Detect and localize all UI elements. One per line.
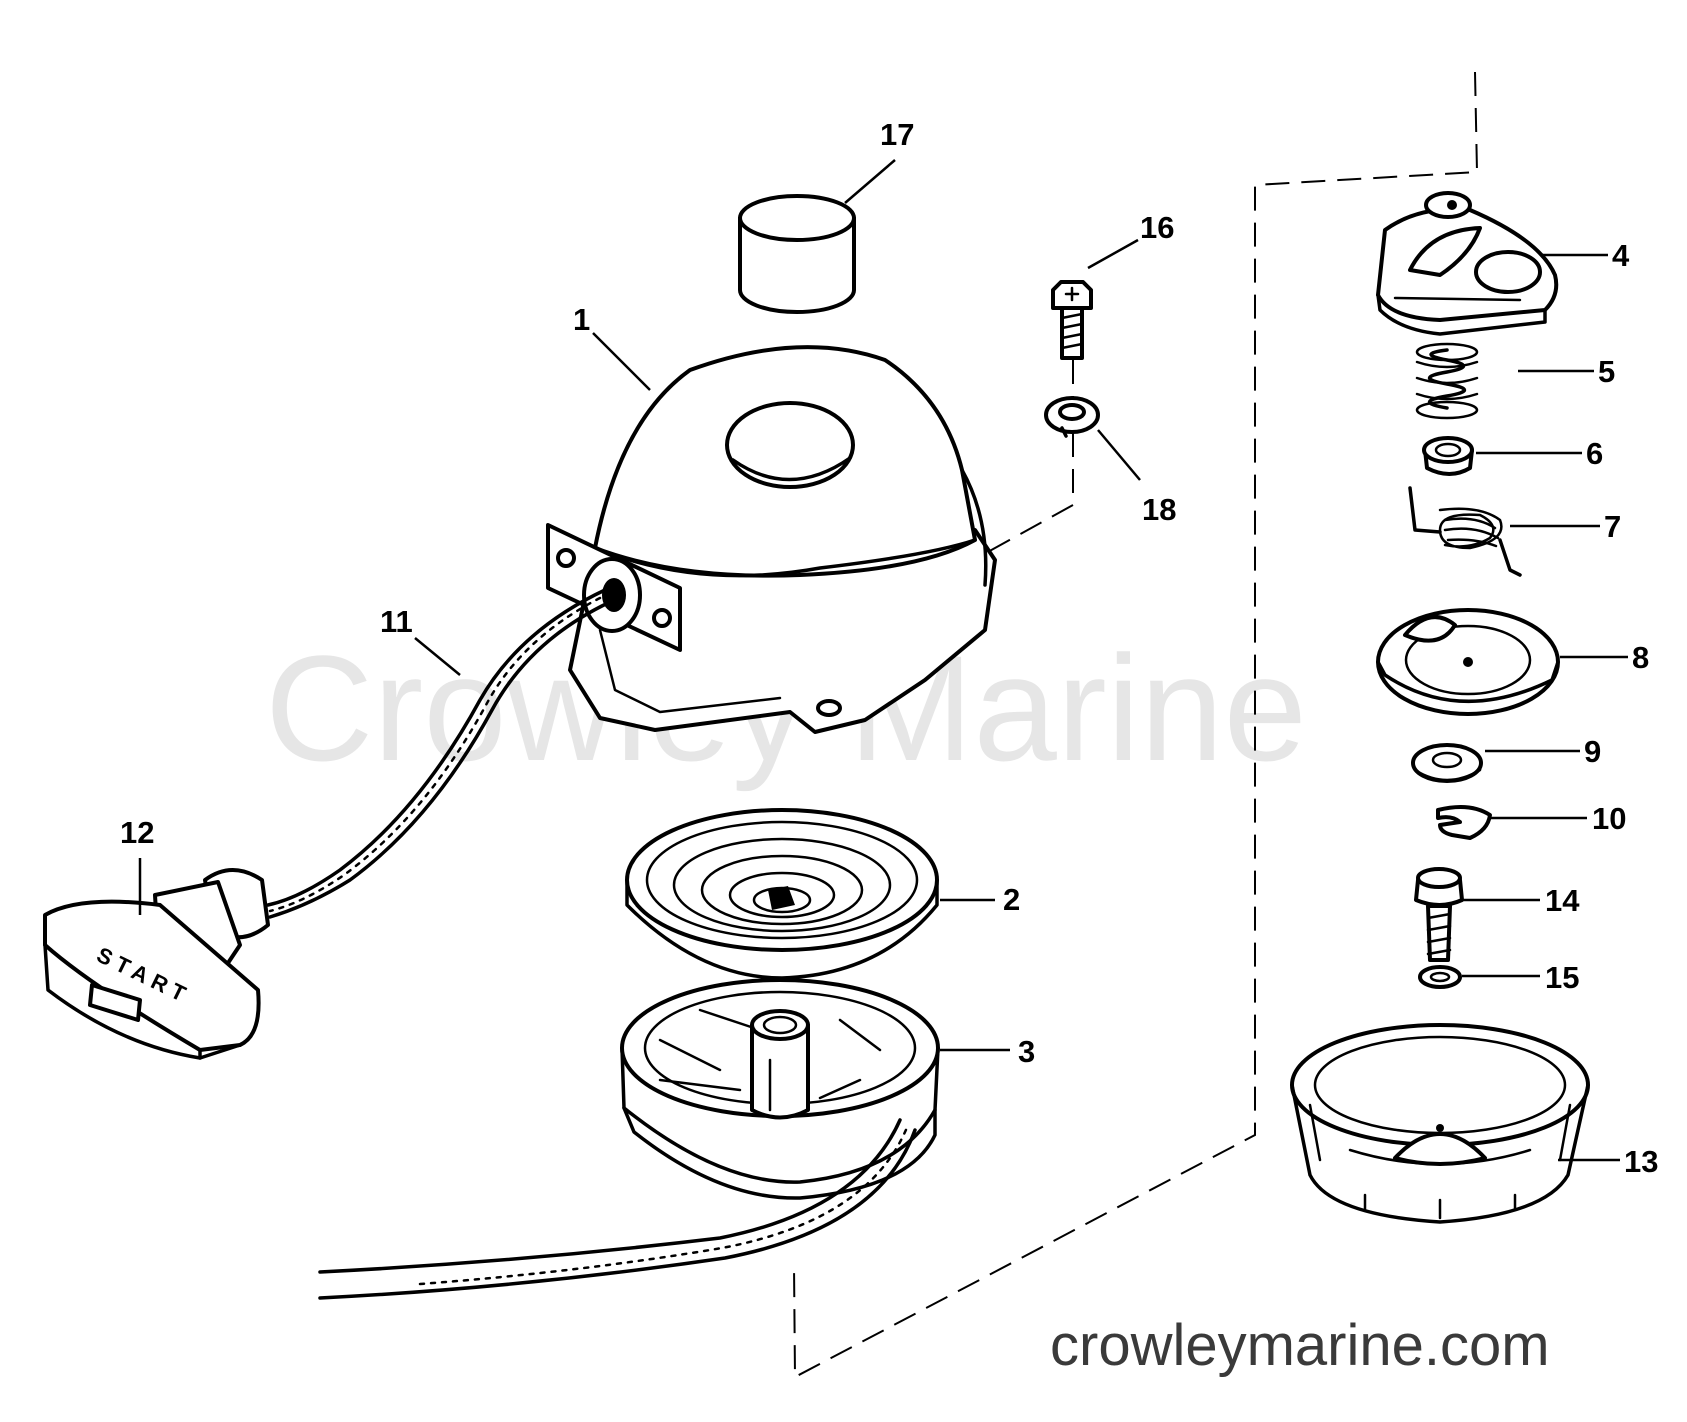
screw-part-14[interactable] (1414, 867, 1464, 962)
starter-rope-part-11[interactable] (266, 588, 612, 919)
callout-15: 15 (1545, 960, 1579, 995)
callout-4: 4 (1612, 238, 1630, 273)
leader-lines (138, 159, 1628, 1162)
callout-9: 9 (1584, 734, 1601, 769)
torsion-spring-part-7[interactable] (1408, 486, 1522, 577)
bushing-part-6[interactable] (1422, 436, 1474, 476)
assembly-boundary (793, 71, 1479, 1379)
callout-6: 6 (1586, 436, 1603, 471)
callout-13: 13 (1624, 1144, 1658, 1179)
callout-8: 8 (1632, 640, 1649, 675)
screw-part-16[interactable] (1051, 280, 1093, 360)
callout-10: 10 (1592, 801, 1626, 836)
callout-12: 12 (120, 815, 154, 850)
callout-18: 18 (1142, 492, 1176, 527)
callout-2: 2 (1003, 882, 1020, 917)
callout-7: 7 (1604, 509, 1621, 544)
callout-14: 14 (1545, 883, 1580, 918)
washer-part-18[interactable] (1044, 396, 1100, 438)
pawl-plate-part-8[interactable] (1376, 608, 1560, 716)
callout-16: 16 (1140, 210, 1174, 245)
retainer-part-4[interactable] (1376, 191, 1559, 336)
callout-11: 11 (380, 604, 413, 639)
rope-to-pulley (318, 1118, 917, 1300)
callout-1: 1 (573, 302, 590, 337)
starter-housing-part-1[interactable] (546, 345, 997, 734)
recoil-spring-part-2[interactable] (625, 808, 939, 980)
rope-pulley-part-3[interactable] (620, 978, 940, 1200)
washer-part-15[interactable] (1418, 965, 1462, 989)
callout-5: 5 (1598, 354, 1615, 389)
cap-part-17[interactable] (738, 194, 856, 314)
spring-part-5[interactable] (1415, 342, 1479, 420)
e-clip-part-10[interactable] (1436, 804, 1492, 840)
watermark-website: crowleymarine.com (1050, 1313, 1550, 1378)
callout-17: 17 (880, 117, 914, 152)
cup-part-13[interactable] (1290, 1023, 1590, 1224)
starter-handle-part-12[interactable]: START (43, 868, 270, 1060)
washer-part-9[interactable] (1411, 743, 1483, 783)
callout-labels: 1 2 3 4 5 6 7 8 9 10 11 12 13 14 15 16 1… (120, 117, 1658, 1179)
callout-3: 3 (1018, 1034, 1035, 1069)
